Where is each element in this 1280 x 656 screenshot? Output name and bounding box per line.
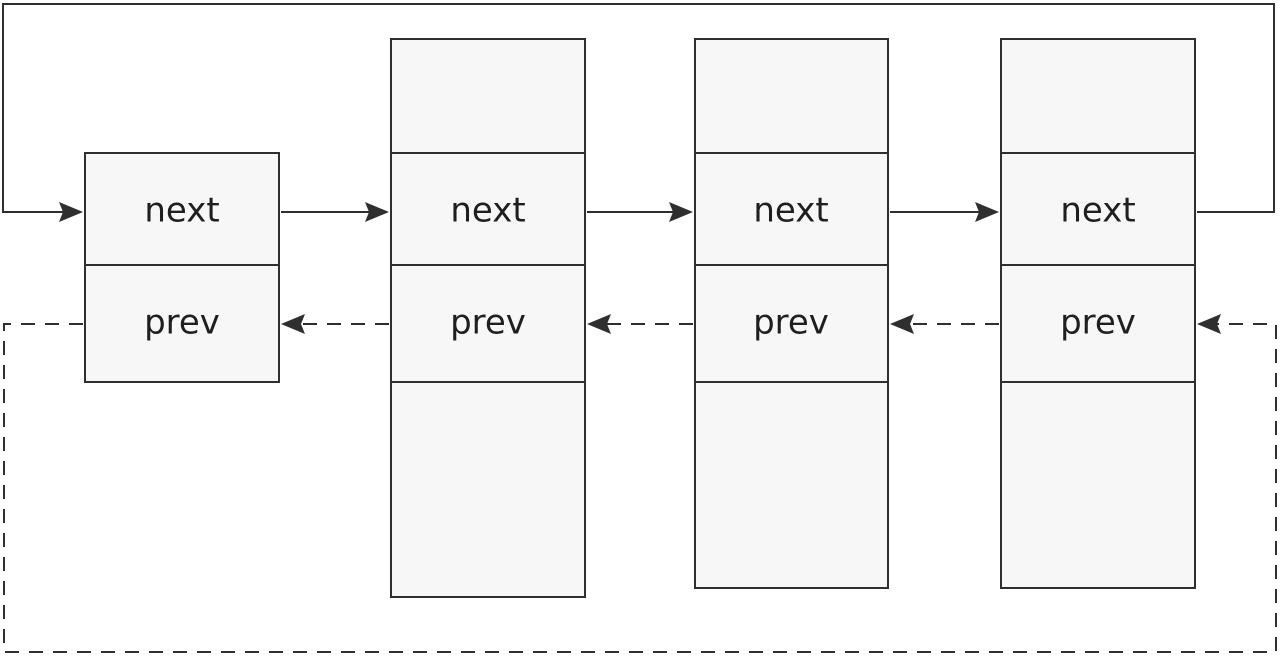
- node-4-next-label: next: [1060, 191, 1135, 231]
- node-3-next-label: next: [753, 191, 828, 231]
- node-1-box: [84, 152, 280, 383]
- node-2-box: [390, 38, 586, 598]
- node-1-prev-label: prev: [144, 303, 220, 343]
- node-3: next prev: [694, 38, 889, 589]
- node-2: next prev: [390, 38, 586, 598]
- node-4: next prev: [1000, 38, 1196, 589]
- next-arrowhead-1-to-2: [365, 202, 389, 222]
- prev-arrowhead-2-to-1: [281, 314, 305, 334]
- next-arrow-tail-to-head: [2, 3, 1275, 213]
- node-1: next prev: [84, 152, 280, 383]
- next-arrowhead-tail-to-head: [59, 202, 83, 222]
- node-3-prev-label: prev: [753, 303, 829, 343]
- prev-arrowhead-4-to-3: [890, 314, 914, 334]
- prev-arrowhead-head-to-tail: [1197, 314, 1221, 334]
- node-2-next-label: next: [450, 191, 525, 231]
- node-4-box: [1000, 38, 1196, 589]
- node-1-next-label: next: [144, 191, 219, 231]
- prev-pointers: [3, 314, 1277, 653]
- next-pointers: [2, 3, 1275, 222]
- next-arrowhead-3-to-4: [975, 202, 999, 222]
- node-3-box: [694, 38, 889, 589]
- next-arrowhead-2-to-3: [669, 202, 693, 222]
- prev-arrowhead-3-to-2: [587, 314, 611, 334]
- node-2-prev-label: prev: [450, 303, 526, 343]
- prev-arrow-head-to-tail: [3, 323, 1277, 653]
- node-4-prev-label: prev: [1060, 303, 1136, 343]
